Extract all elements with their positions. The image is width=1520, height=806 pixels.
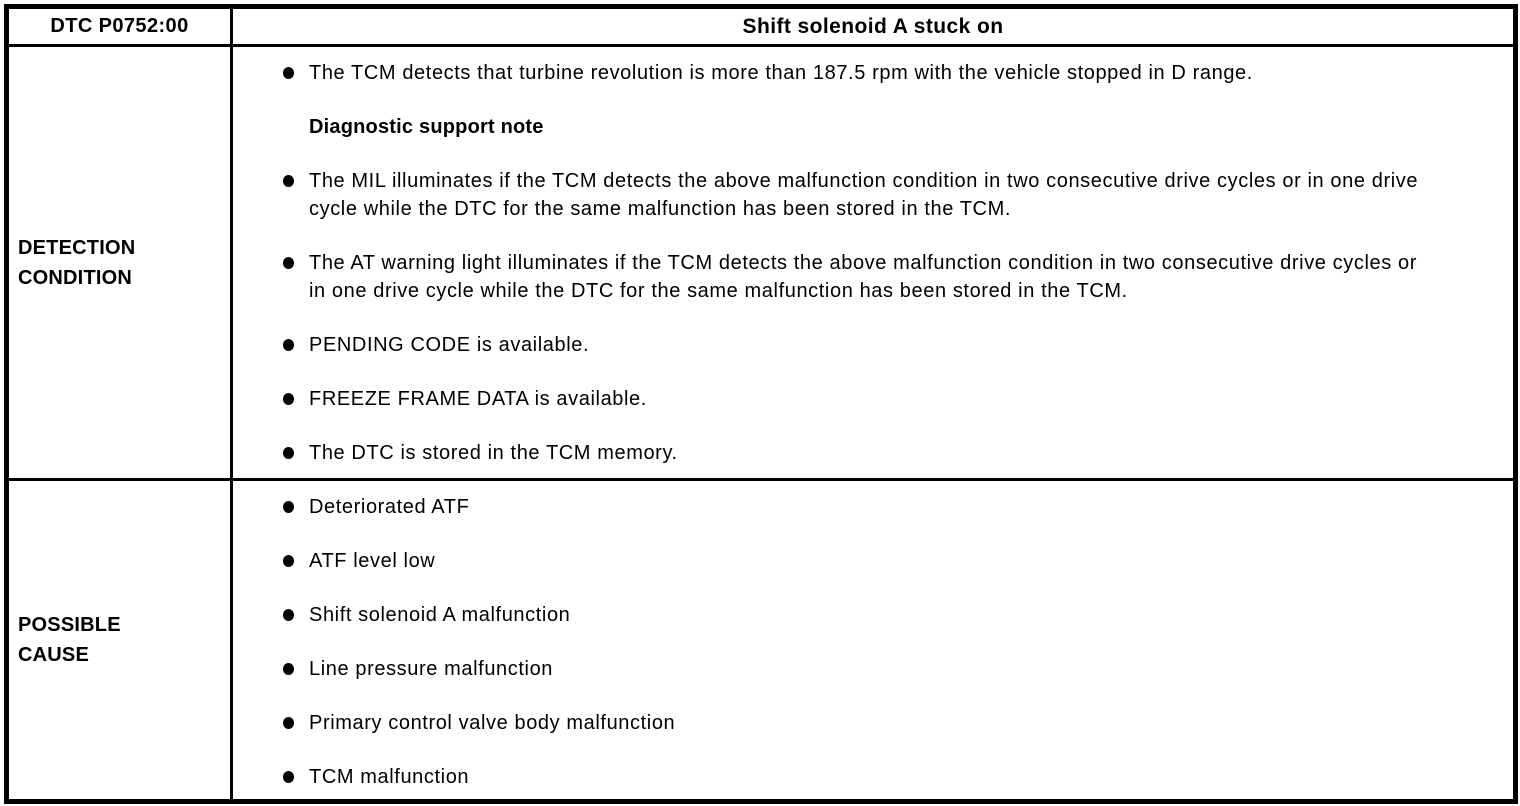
detection-condition-label-cell: DETECTION CONDITION — [9, 47, 233, 481]
possible-cause-label: POSSIBLE CAUSE — [18, 614, 121, 666]
bullet-item: ATF level low — [283, 547, 1473, 575]
bullet-icon — [283, 555, 294, 567]
bullet-icon — [283, 67, 294, 79]
bullet-item: Line pressure malfunction — [283, 655, 1473, 683]
item-text: Diagnostic support note — [309, 116, 544, 138]
possible-cause-label-cell: POSSIBLE CAUSE — [9, 481, 233, 799]
dtc-code-label: DTC P0752:00 — [50, 15, 189, 37]
bullet-item: Shift solenoid A malfunction — [283, 601, 1473, 629]
bullet-icon — [283, 257, 294, 269]
item-text: Deteriorated ATF — [309, 496, 470, 518]
bullet-icon — [283, 663, 294, 675]
item-text: Line pressure malfunction — [309, 658, 554, 680]
sub-heading: Diagnostic support note — [309, 113, 1473, 141]
item-text: Shift solenoid A malfunction — [309, 604, 571, 626]
dtc-table: DTC P0752:00 Shift solenoid A stuck on D… — [4, 4, 1518, 804]
item-text: The MIL illuminates if the TCM detects t… — [309, 170, 1419, 220]
bullet-item: FREEZE FRAME DATA is available. — [283, 385, 1473, 413]
detection-condition-content-cell: The TCM detects that turbine revolution … — [233, 47, 1513, 481]
bullet-icon — [283, 393, 294, 405]
item-text: The AT warning light illuminates if the … — [309, 252, 1417, 302]
bullet-item: The DTC is stored in the TCM memory. — [283, 439, 1473, 467]
bullet-item: The TCM detects that turbine revolution … — [283, 59, 1473, 87]
bullet-icon — [283, 609, 294, 621]
dtc-title-label: Shift solenoid A stuck on — [742, 14, 1004, 38]
item-text: Primary control valve body malfunction — [309, 712, 676, 734]
bullet-icon — [283, 447, 294, 459]
dtc-code-cell: DTC P0752:00 — [9, 9, 233, 47]
bullet-icon — [283, 339, 294, 351]
bullet-item: Primary control valve body malfunction — [283, 709, 1473, 737]
bullet-item: PENDING CODE is available. — [283, 331, 1473, 359]
bullet-icon — [283, 717, 294, 729]
bullet-icon — [283, 175, 294, 187]
bullet-item: The MIL illuminates if the TCM detects t… — [283, 167, 1473, 223]
item-text: TCM malfunction — [309, 766, 470, 788]
item-text: ATF level low — [309, 550, 436, 572]
dtc-title-cell: Shift solenoid A stuck on — [233, 9, 1513, 47]
bullet-item: Deteriorated ATF — [283, 493, 1473, 521]
item-text: The DTC is stored in the TCM memory. — [309, 442, 678, 464]
bullet-item: TCM malfunction — [283, 763, 1473, 791]
item-text: PENDING CODE is available. — [309, 334, 590, 356]
item-text: The TCM detects that turbine revolution … — [309, 62, 1253, 84]
detection-condition-label: DETECTION CONDITION — [18, 236, 136, 289]
bullet-icon — [283, 771, 294, 783]
item-text: FREEZE FRAME DATA is available. — [309, 388, 647, 410]
bullet-item: The AT warning light illuminates if the … — [283, 249, 1473, 305]
bullet-icon — [283, 501, 294, 513]
